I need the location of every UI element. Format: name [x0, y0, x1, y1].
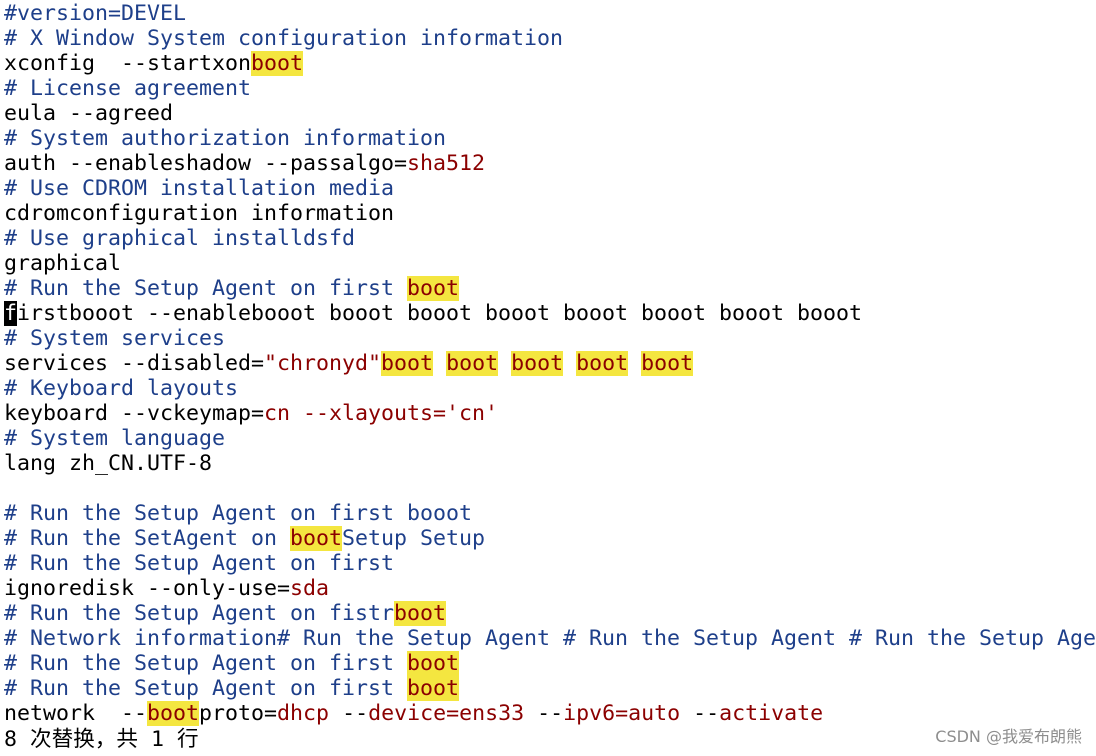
code-line[interactable]: network --bootproto=dhcp --device=ens33 … — [4, 701, 1096, 726]
command-line-status: 8 次替换，共 1 行 — [4, 727, 199, 752]
code-text: eula --agreed — [4, 101, 174, 126]
comment-text: # Run the Setup Agent on fistr — [4, 601, 395, 626]
code-line[interactable]: # Run the SetAgent on bootSetup Setup — [4, 526, 1096, 551]
comment-text: #version=DEVEL — [4, 1, 187, 26]
code-line[interactable]: # System language — [4, 426, 1096, 451]
code-text: cdromconfiguration information — [4, 201, 395, 226]
code-line[interactable]: cdromconfiguration information — [4, 201, 1096, 226]
search-match: boot — [381, 351, 434, 376]
code-line[interactable]: # Use CDROM installation media — [4, 176, 1096, 201]
search-match: boot — [511, 351, 564, 376]
code-line[interactable]: # X Window System configuration informat… — [4, 26, 1096, 51]
code-line[interactable]: # Keyboard layouts — [4, 376, 1096, 401]
code-text: ignoredisk --only-use= — [4, 576, 291, 601]
comment-text: # Keyboard layouts — [4, 376, 239, 401]
code-line[interactable]: keyboard --vckeymap=cn --xlayouts='cn' — [4, 401, 1096, 426]
code-line[interactable]: lang zh_CN.UTF-8 — [4, 451, 1096, 476]
string-literal: ipv6=auto — [563, 701, 681, 726]
code-text: lang zh_CN.UTF-8 — [4, 451, 213, 476]
search-match: boot — [576, 351, 629, 376]
comment-text: # Network information# Run the Setup Age… — [4, 626, 1096, 651]
code-text: auth --enableshadow --passalgo= — [4, 151, 408, 176]
search-match: boot — [407, 276, 460, 301]
code-text — [4, 476, 17, 501]
code-text — [498, 351, 511, 376]
comment-text: # System authorization information — [4, 126, 447, 151]
code-text — [628, 351, 641, 376]
code-line[interactable]: # System authorization information — [4, 126, 1096, 151]
code-text — [433, 351, 446, 376]
code-line[interactable]: # Run the Setup Agent on first booot — [4, 501, 1096, 526]
code-line[interactable]: # Run the Setup Agent on first boot — [4, 276, 1096, 301]
code-text: xconfig --startxon — [4, 51, 252, 76]
comment-text: # System language — [4, 426, 226, 451]
comment-text: # Run the SetAgent on — [4, 526, 291, 551]
comment-text: # Use CDROM installation media — [4, 176, 395, 201]
search-match: boot — [251, 51, 304, 76]
comment-text: # Run the Setup Agent on first — [4, 651, 408, 676]
string-literal: sha512 — [407, 151, 486, 176]
comment-text: Setup Setup — [342, 526, 486, 551]
code-text: proto= — [199, 701, 278, 726]
comment-text: # Run the Setup Agent on first booot — [4, 501, 473, 526]
comment-text: # Run the Setup Agent on first — [4, 676, 408, 701]
search-match: boot — [407, 676, 460, 701]
editor-buffer[interactable]: #version=DEVEL# X Window System configur… — [4, 1, 1096, 726]
string-literal: device=ens33 — [368, 701, 525, 726]
code-line[interactable]: # Run the Setup Agent on first boot — [4, 651, 1096, 676]
search-match: boot — [446, 351, 499, 376]
comment-text: # License agreement — [4, 76, 252, 101]
string-literal: "chronyd" — [264, 351, 382, 376]
search-match: boot — [394, 601, 447, 626]
code-line[interactable]: # System services — [4, 326, 1096, 351]
code-line[interactable]: # Network information# Run the Setup Age… — [4, 626, 1096, 651]
code-line[interactable]: xconfig --startxonboot — [4, 51, 1096, 76]
code-line[interactable]: eula --agreed — [4, 101, 1096, 126]
code-text: keyboard --vckeymap= — [4, 401, 265, 426]
code-line[interactable]: # Use graphical installdsfd — [4, 226, 1096, 251]
code-line[interactable]: #version=DEVEL — [4, 1, 1096, 26]
comment-text: # X Window System configuration informat… — [4, 26, 564, 51]
comment-text: # Run the Setup Agent on first — [4, 276, 408, 301]
code-line[interactable]: # Run the Setup Agent on first — [4, 551, 1096, 576]
code-text: irstbooot --enablebooot booot booot booo… — [17, 301, 863, 326]
comment-text: # Use graphical installdsfd — [4, 226, 356, 251]
search-match: boot — [147, 701, 200, 726]
code-text: services --disabled= — [4, 351, 265, 376]
watermark: CSDN @我爱布朗熊 — [935, 727, 1082, 746]
search-match: boot — [407, 651, 460, 676]
code-text: graphical — [4, 251, 122, 276]
string-literal: activate — [719, 701, 824, 726]
string-literal: dhcp — [277, 701, 330, 726]
code-line[interactable]: graphical — [4, 251, 1096, 276]
code-text: -- — [329, 701, 369, 726]
code-line[interactable]: services --disabled="chronyd"boot boot b… — [4, 351, 1096, 376]
code-line[interactable]: ignoredisk --only-use=sda — [4, 576, 1096, 601]
code-text — [563, 351, 576, 376]
code-line[interactable]: # Run the Setup Agent on fistrboot — [4, 601, 1096, 626]
code-line[interactable]: # License agreement — [4, 76, 1096, 101]
search-match: boot — [290, 526, 343, 551]
code-line[interactable]: auth --enableshadow --passalgo=sha512 — [4, 151, 1096, 176]
string-literal: sda — [290, 576, 330, 601]
text-cursor: f — [4, 301, 18, 326]
code-text: network -- — [4, 701, 148, 726]
comment-text: # Run the Setup Agent on first — [4, 551, 395, 576]
search-match: boot — [641, 351, 694, 376]
comment-text: # System services — [4, 326, 226, 351]
string-literal: cn --xlayouts='cn' — [264, 401, 499, 426]
code-text: -- — [524, 701, 564, 726]
code-line[interactable]: # Run the Setup Agent on first boot — [4, 676, 1096, 701]
code-line[interactable]: firstbooot --enablebooot booot booot boo… — [4, 301, 1096, 326]
code-line[interactable] — [4, 476, 1096, 501]
code-text: -- — [680, 701, 720, 726]
